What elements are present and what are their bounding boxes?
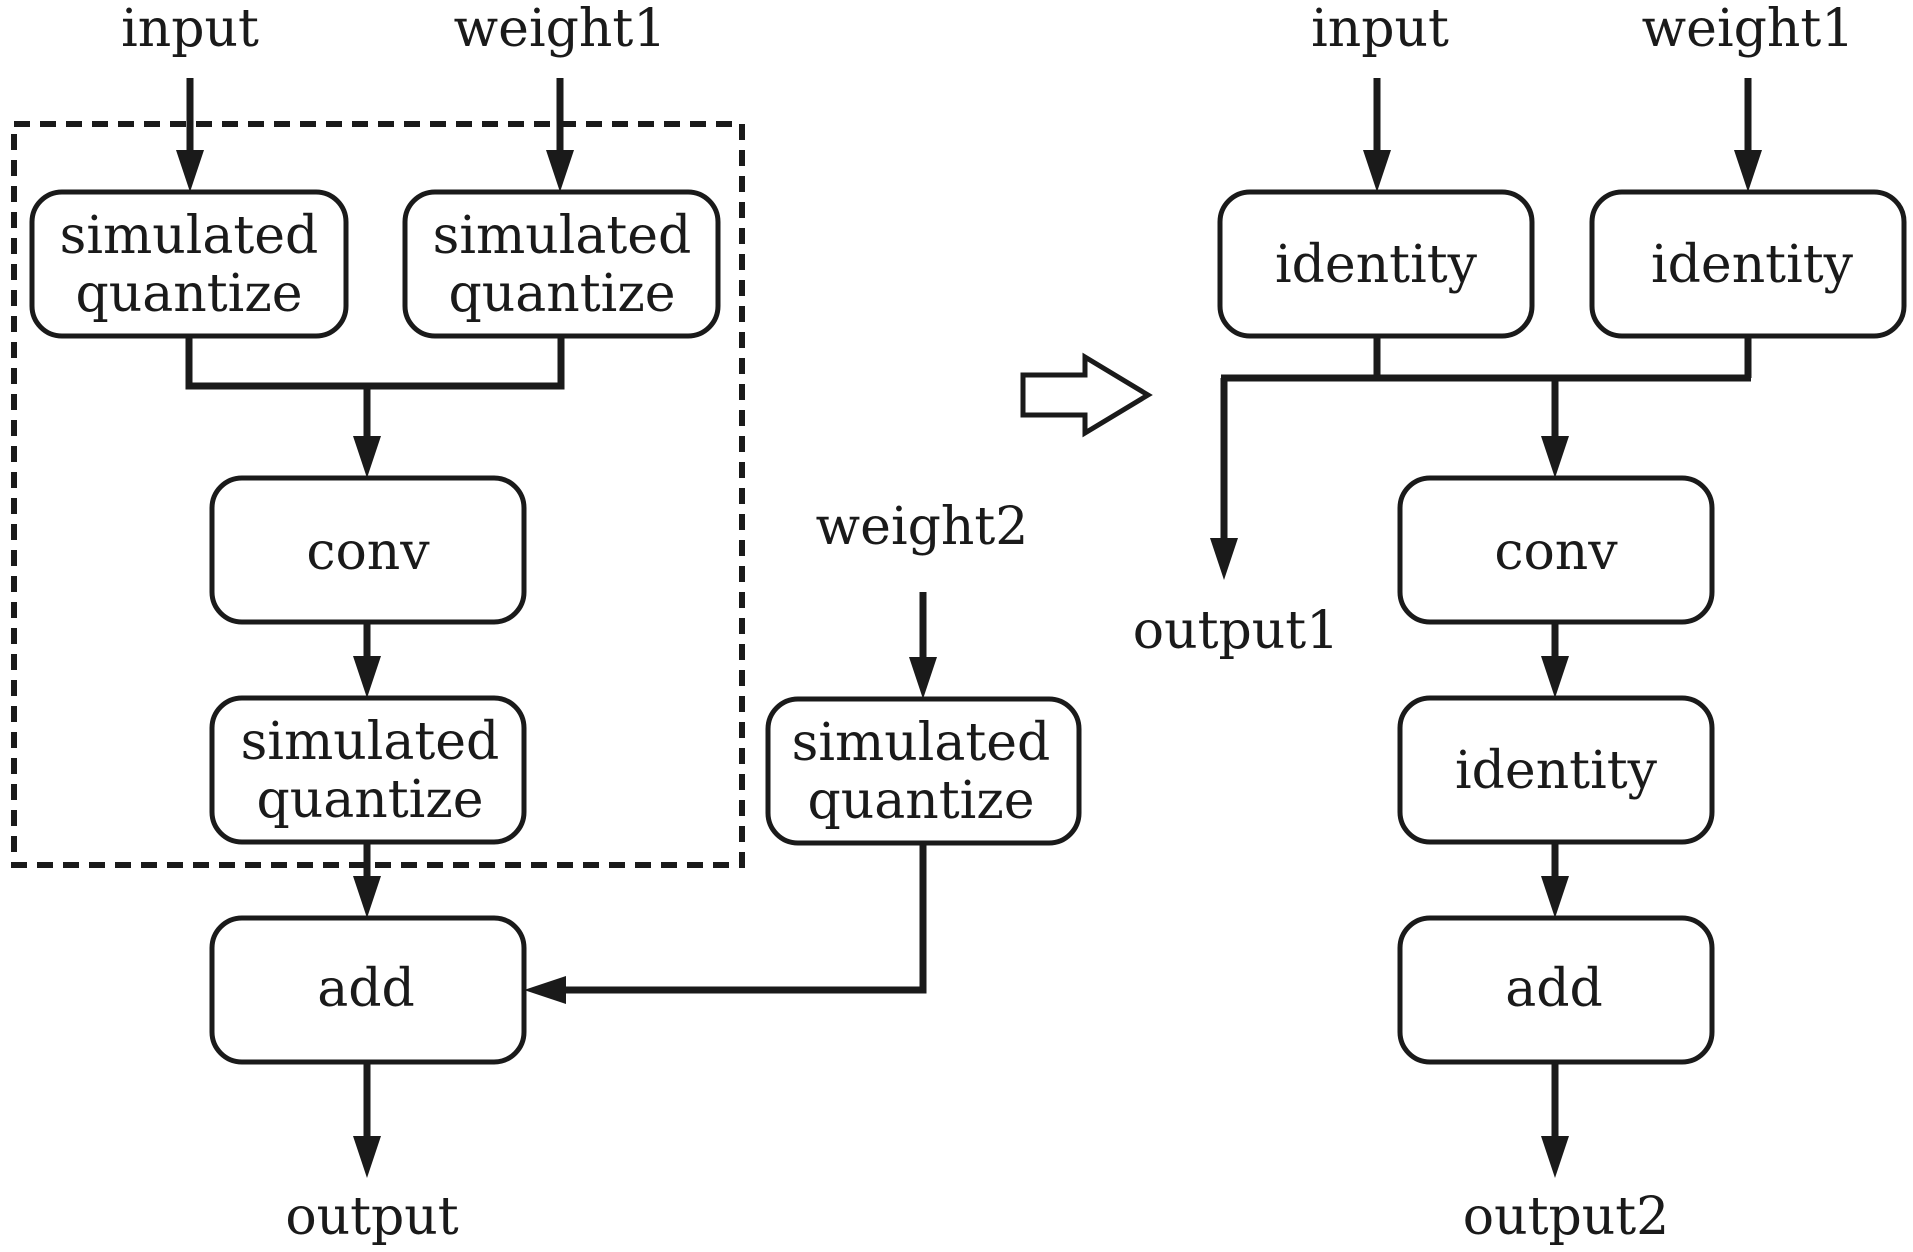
sq-weight2-to-add-connector bbox=[556, 843, 927, 994]
sq-weight2-node: simulated quantize bbox=[765, 696, 1082, 846]
right-weight1-arrowhead bbox=[1734, 150, 1762, 192]
right-identity-to-add-arrowhead bbox=[1541, 876, 1569, 918]
sq-weight1-line1: simulated bbox=[433, 206, 692, 266]
left-input-label: input bbox=[121, 0, 259, 59]
sq-conv-line1: simulated bbox=[241, 712, 500, 772]
sq-weight1-node: simulated quantize bbox=[402, 189, 721, 339]
identity-weight1-node: identity bbox=[1589, 189, 1907, 339]
add-to-output-arrowhead bbox=[353, 1136, 381, 1178]
sq-weight2-line2: quantize bbox=[808, 771, 1035, 831]
conv-to-sq-arrowhead bbox=[353, 656, 381, 698]
left-weight1-arrowhead bbox=[546, 150, 574, 192]
left-weight1-label: weight1 bbox=[454, 0, 667, 59]
output1-label: output1 bbox=[1133, 601, 1339, 661]
identity-input-label: identity bbox=[1275, 235, 1478, 295]
left-output-label: output bbox=[285, 1187, 458, 1247]
output2-label: output2 bbox=[1463, 1187, 1669, 1247]
right-input-arrowhead bbox=[1363, 150, 1391, 192]
left-weight2-label: weight2 bbox=[816, 497, 1029, 557]
right-add-node: add bbox=[1397, 915, 1715, 1065]
weight2-arrowhead bbox=[909, 657, 937, 699]
sq-to-add-arrowhead bbox=[353, 876, 381, 918]
sq-input-line2: quantize bbox=[76, 264, 303, 324]
identity-conv-label: identity bbox=[1455, 741, 1658, 801]
sq-merge-connector bbox=[185, 336, 565, 390]
identity-conv-node: identity bbox=[1397, 695, 1715, 845]
output1-arrowhead bbox=[1210, 538, 1238, 580]
right-conv-to-identity-arrowhead bbox=[1541, 656, 1569, 698]
sq-conv-line2: quantize bbox=[257, 770, 484, 830]
fused-region-outline bbox=[11, 121, 745, 868]
sq-conv-node: simulated quantize bbox=[209, 695, 527, 845]
sq-input-line1: simulated bbox=[60, 206, 319, 266]
right-conv-label: conv bbox=[1494, 522, 1618, 582]
identity-input-node: identity bbox=[1217, 189, 1535, 339]
identity-weight1-label: identity bbox=[1651, 235, 1854, 295]
sq-weight2-to-add-arrowhead bbox=[524, 976, 566, 1004]
left-add-label: add bbox=[317, 959, 415, 1019]
right-add-label: add bbox=[1505, 959, 1603, 1019]
right-weight1-label: weight1 bbox=[1642, 0, 1855, 59]
left-graph: input weight1 simulated quantize simulat… bbox=[11, 0, 1082, 1247]
right-graph: input weight1 identity identity output1 bbox=[1133, 0, 1907, 1247]
right-input-label: input bbox=[1311, 0, 1449, 59]
left-input-arrowhead bbox=[176, 150, 204, 192]
sq-input-node: simulated quantize bbox=[29, 189, 349, 339]
sq-weight1-line2: quantize bbox=[449, 264, 676, 324]
left-conv-node: conv bbox=[209, 475, 527, 625]
right-merge-to-conv-arrowhead bbox=[1541, 436, 1569, 478]
merge-to-conv-arrowhead bbox=[353, 436, 381, 478]
left-conv-label: conv bbox=[306, 522, 430, 582]
sq-weight2-line1: simulated bbox=[792, 713, 1051, 773]
transform-arrow-icon bbox=[1020, 352, 1153, 438]
right-add-to-output2-arrowhead bbox=[1541, 1136, 1569, 1178]
left-add-node: add bbox=[209, 915, 527, 1065]
right-conv-node: conv bbox=[1397, 475, 1715, 625]
